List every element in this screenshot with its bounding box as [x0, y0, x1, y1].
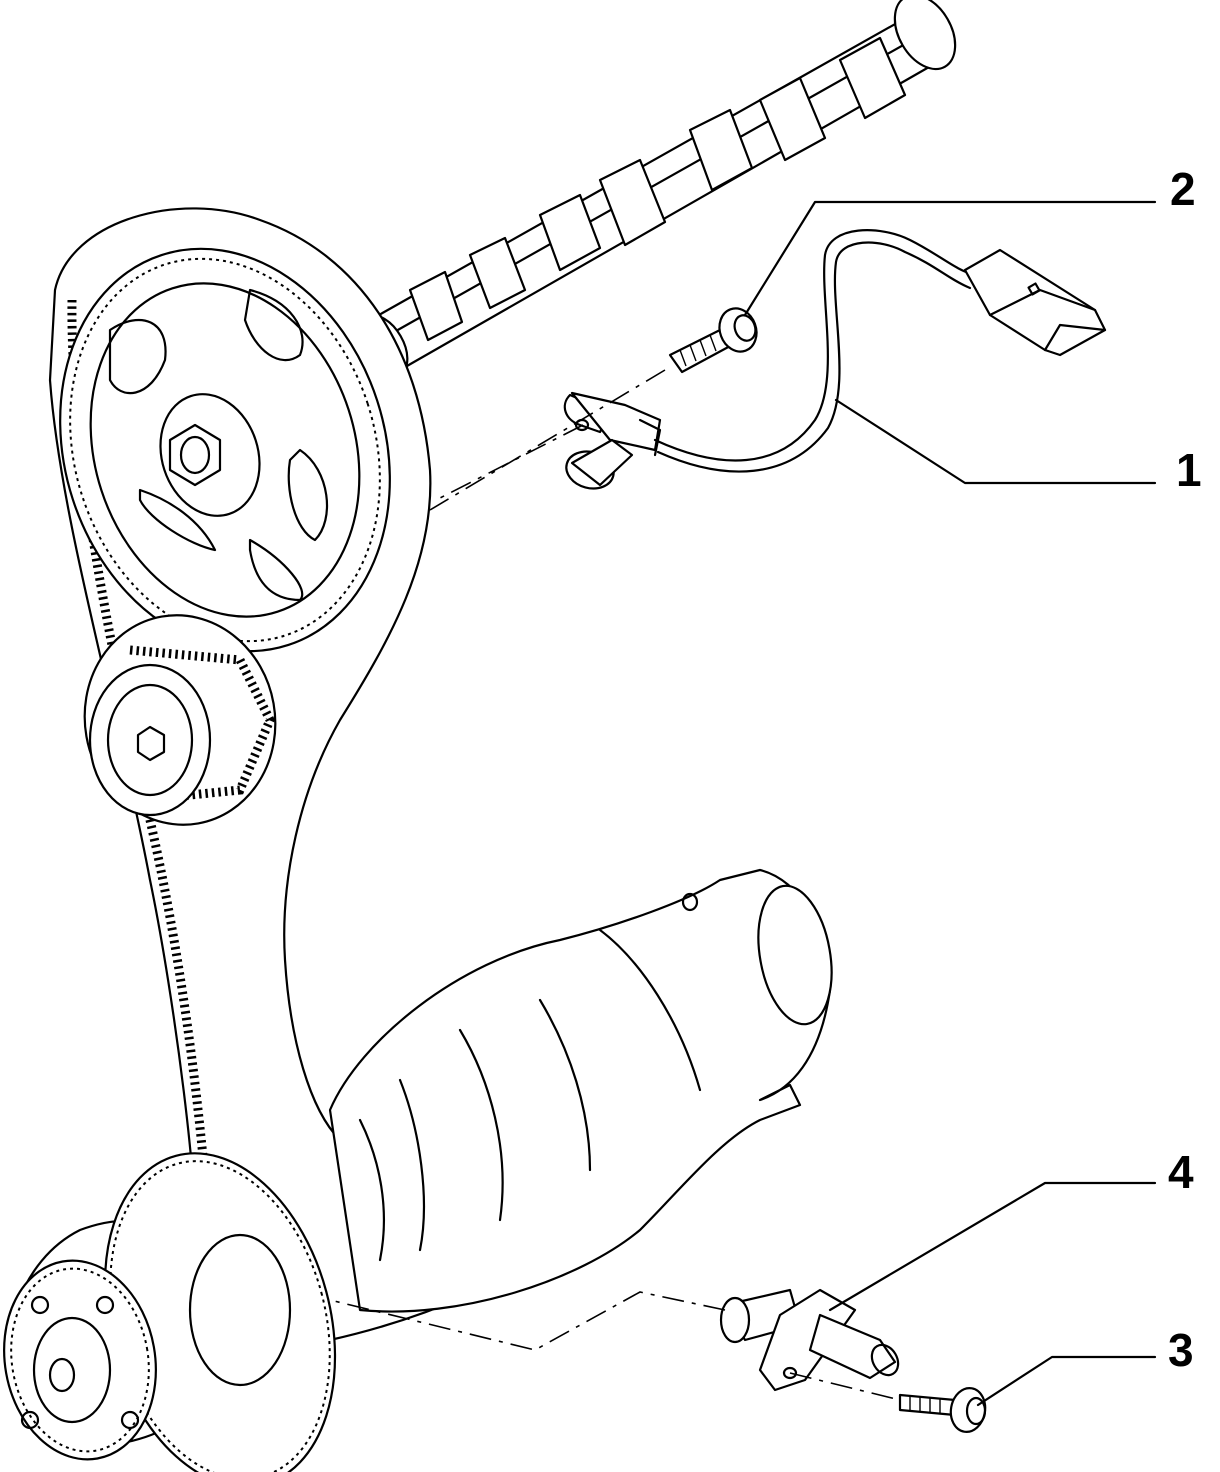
tensioner-pulley: [83, 614, 277, 826]
callout-2: 2: [1170, 163, 1196, 215]
camshaft: [361, 0, 957, 376]
alignment-lines: [329, 369, 901, 1401]
crankshaft-sensor-bolt: [898, 1387, 987, 1433]
leader-line-2: [743, 200, 1157, 317]
cam-pulley: [59, 247, 391, 653]
callout-4: 4: [1168, 1146, 1194, 1198]
camshaft-sensor-bolt: [668, 307, 758, 374]
callout-3: 3: [1168, 1324, 1194, 1376]
leader-line-4: [828, 1181, 1157, 1312]
crankshaft: [328, 868, 833, 1313]
leader-line-1: [834, 398, 1157, 485]
callout-1: 1: [1176, 444, 1202, 496]
crankshaft-sensor: [719, 1288, 900, 1392]
leader-lines: [743, 200, 1157, 1407]
leader-line-3: [976, 1355, 1157, 1407]
camshaft-sensor: [563, 229, 1107, 490]
crank-pulley: [3, 1152, 337, 1472]
